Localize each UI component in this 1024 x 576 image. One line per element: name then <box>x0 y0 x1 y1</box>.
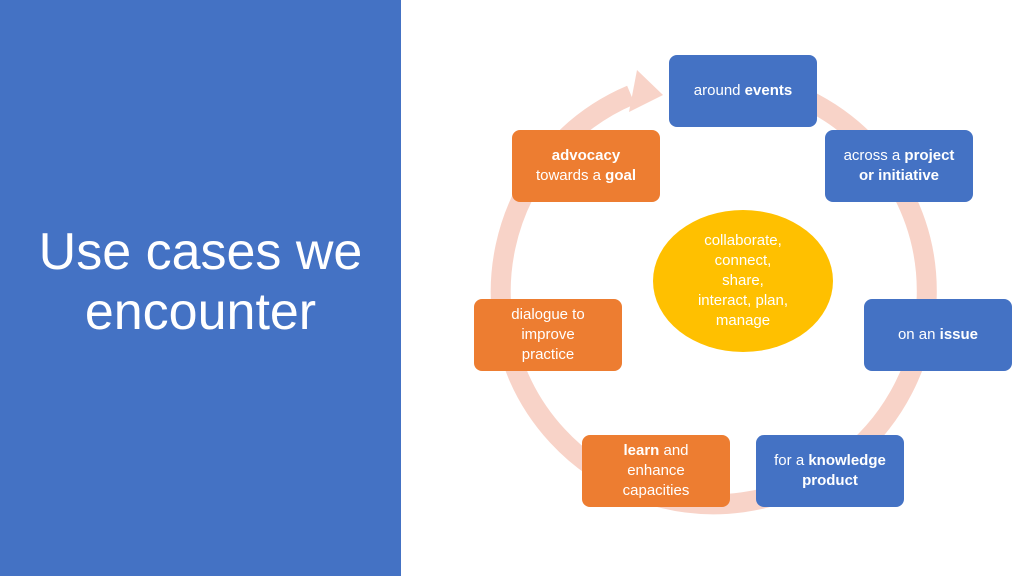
node-project-initiative: across a project or initiative <box>825 130 973 202</box>
center-line-1: collaborate, <box>704 232 782 249</box>
node-learn-capacities: learn and enhance capacities <box>582 435 730 507</box>
node-learn-line-2: enhance <box>627 462 685 479</box>
node-advocacy-goal: advocacy towards a goal <box>512 130 660 202</box>
title-panel: Use cases we encounter <box>0 0 401 576</box>
center-ellipse: collaborate, connect, share, interact, p… <box>653 210 833 352</box>
node-dialogue-line-3: practice <box>521 346 575 363</box>
node-issue-bold: issue <box>939 326 979 343</box>
slide-title-line-2: encounter <box>84 283 317 341</box>
cycle-arrow-head <box>629 70 663 112</box>
node-goal-bold: goal <box>605 167 637 184</box>
center-line-4: interact, plan, <box>697 292 789 309</box>
node-around-events-bold: events <box>744 82 793 99</box>
node-dialogue-line-1: dialogue to <box>511 306 585 323</box>
node-initiative-bold: or initiative <box>858 167 940 184</box>
slide-title: Use cases we encounter <box>0 222 401 342</box>
cycle-diagram: around events across a project or initia… <box>401 0 1024 576</box>
node-learn-bold: learn <box>623 442 660 459</box>
slide-title-line-1: Use cases we <box>38 223 363 281</box>
node-advocacy-bold: advocacy <box>551 147 621 164</box>
node-learn-line-3: capacities <box>622 482 690 499</box>
center-line-5: manage <box>715 312 771 329</box>
node-around-events: around events <box>669 55 817 127</box>
node-knowledge-text: for a <box>774 452 809 469</box>
node-dialogue-practice: dialogue to improve practice <box>474 299 622 371</box>
center-line-3: share, <box>722 272 764 289</box>
node-dialogue-line-2: improve <box>521 326 575 343</box>
node-issue-text: on an <box>897 326 940 343</box>
node-on-issue: on an issue <box>864 299 1012 371</box>
node-project-bold: project <box>904 147 955 164</box>
node-knowledge-bold: knowledge <box>808 452 886 469</box>
node-knowledge-product: for a knowledge product <box>756 435 904 507</box>
node-learn-text: and <box>659 442 689 459</box>
node-project-text: across a <box>843 147 905 164</box>
node-product-bold: product <box>802 472 858 489</box>
node-advocacy-text: towards a <box>535 167 606 184</box>
center-line-2: connect, <box>714 252 772 269</box>
node-around-events-text: around <box>693 82 745 99</box>
